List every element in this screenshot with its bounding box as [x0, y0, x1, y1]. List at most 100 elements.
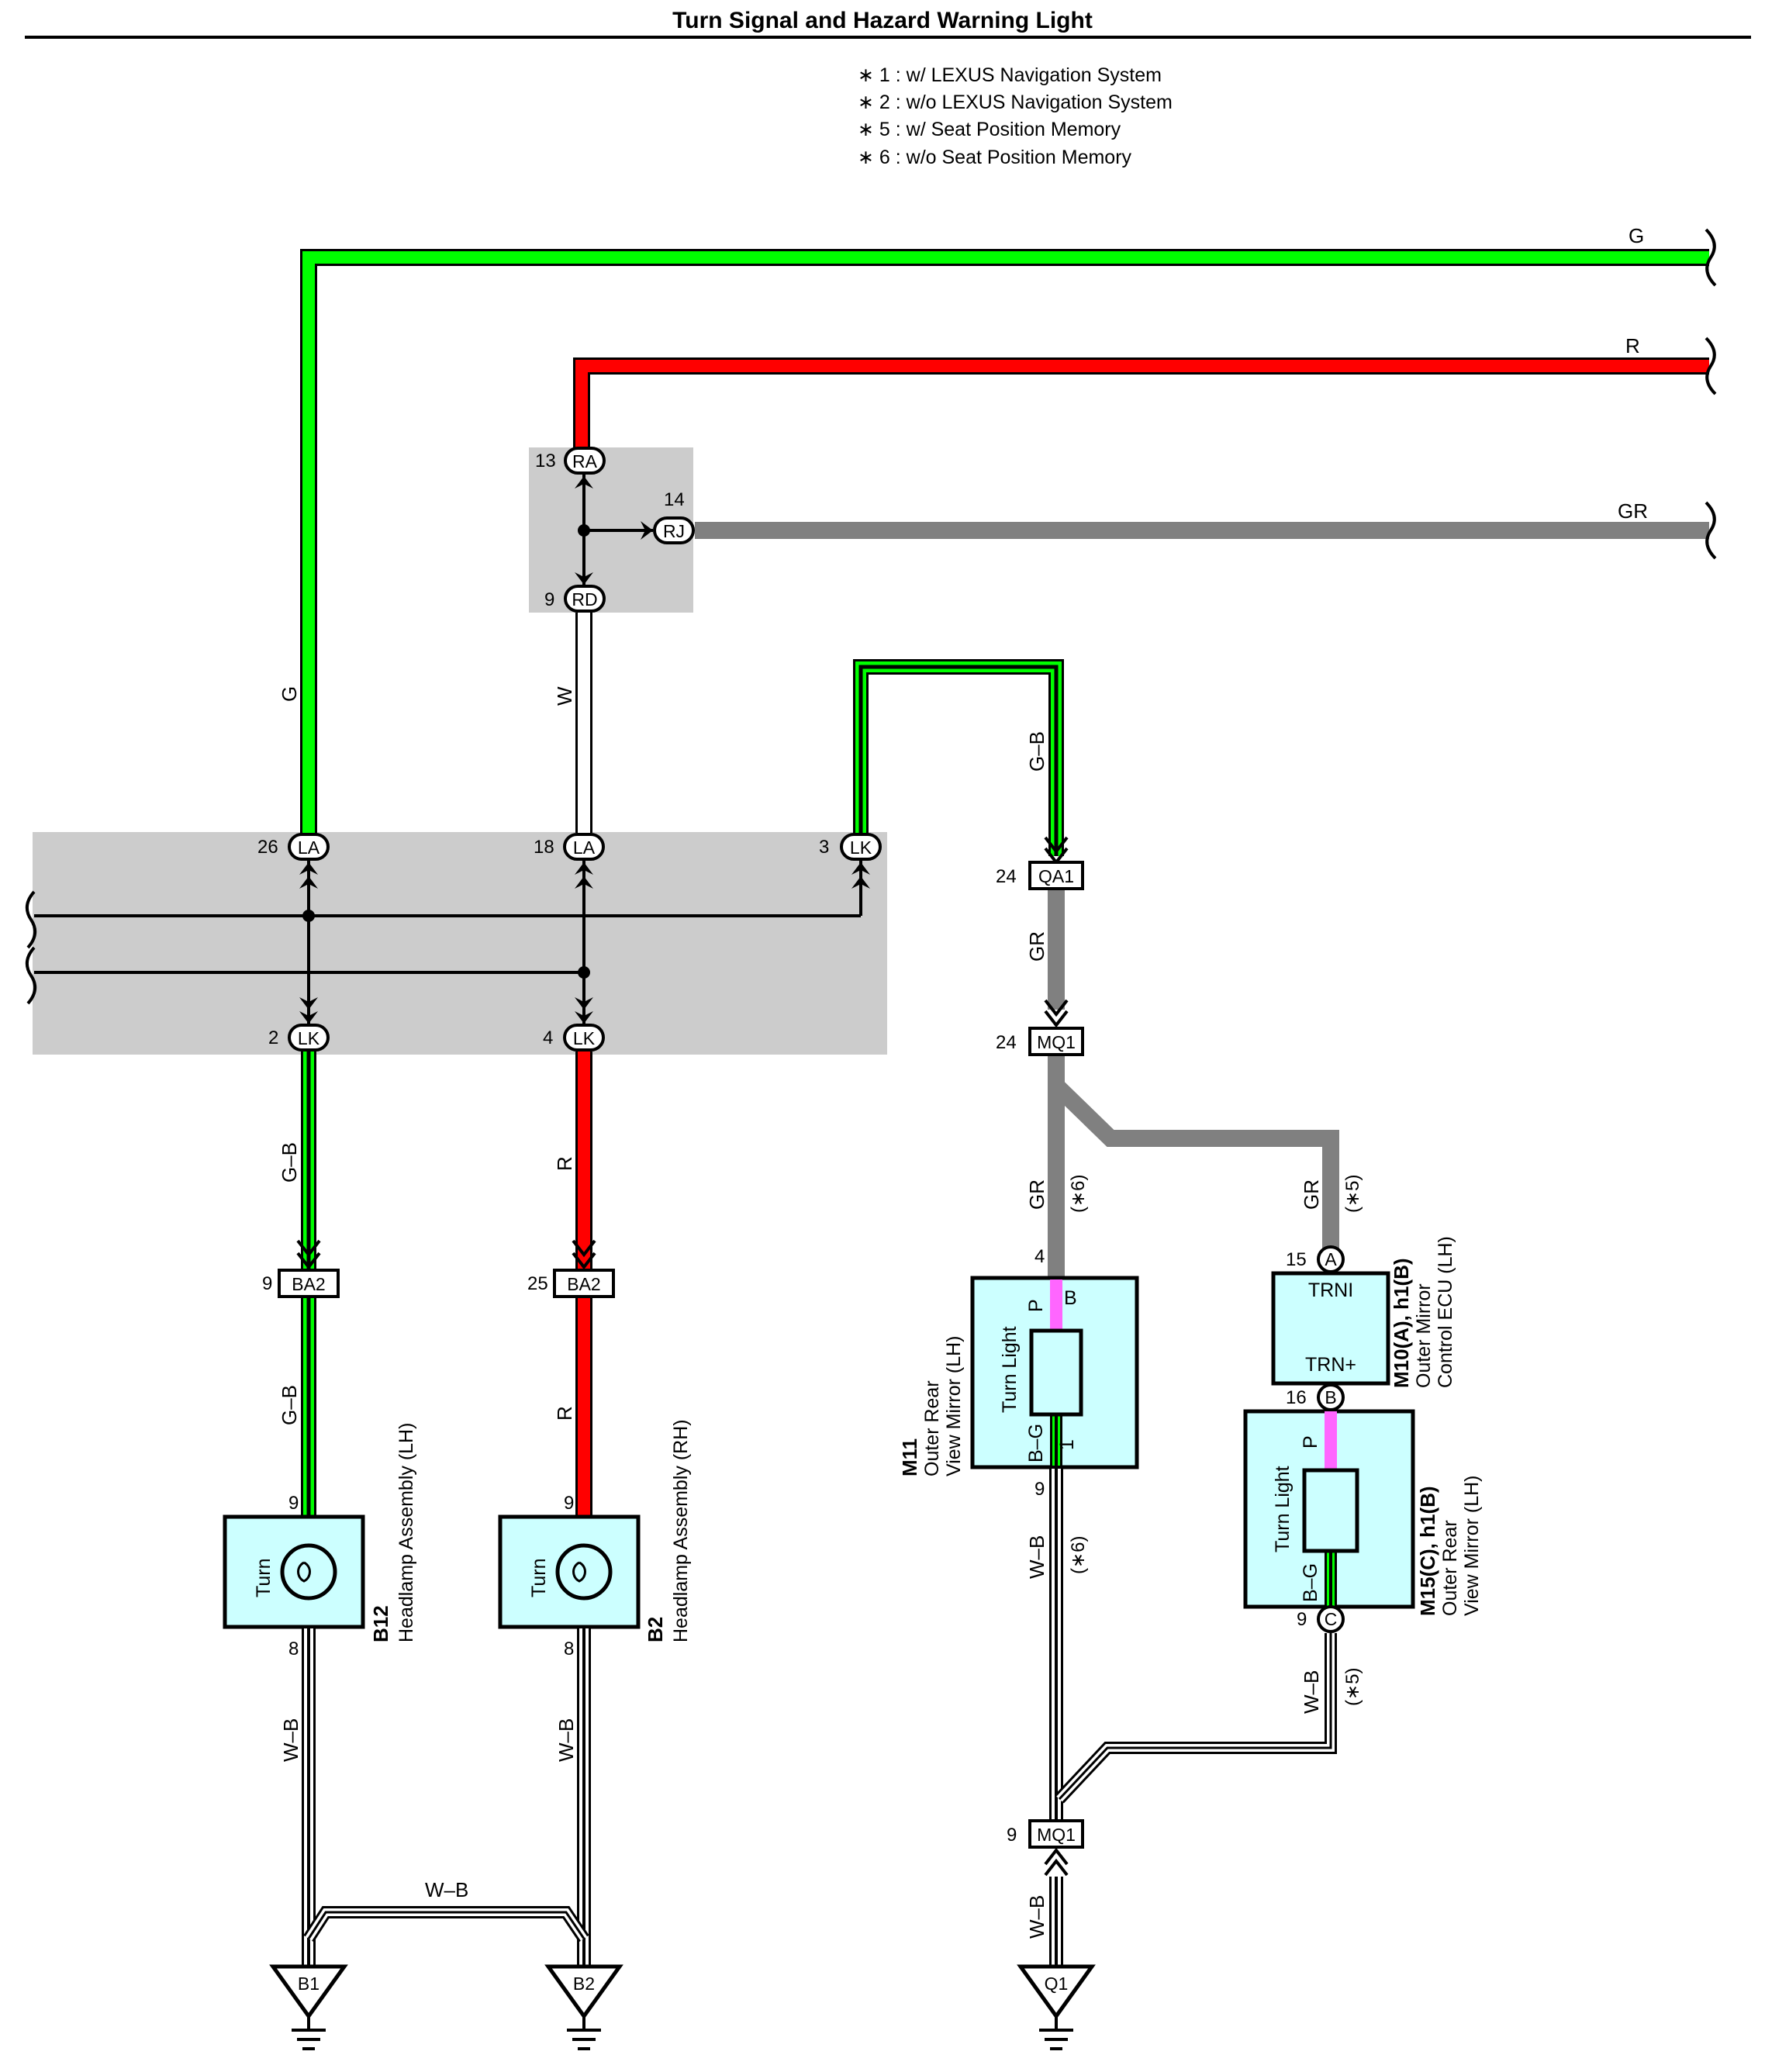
- wire-label-gr-top: GR: [1618, 499, 1648, 523]
- connector-lk2-label: LK: [298, 1028, 320, 1048]
- splice-lower-2: [578, 966, 590, 979]
- wire-r-top-color: [575, 360, 1709, 450]
- wire-gb-loop-stripe: [858, 665, 1059, 856]
- wire-break-bus: [25, 890, 37, 1005]
- wire-label-w-vertical: W: [553, 686, 576, 706]
- m11-one: 1: [1056, 1439, 1078, 1450]
- b12-pin-in: 9: [288, 1493, 299, 1514]
- junction-block-lower: [33, 832, 887, 1055]
- arrow-up-la1: [299, 862, 318, 889]
- connector-m15-c-label: C: [1325, 1609, 1338, 1629]
- connector-lk4: [563, 1024, 605, 1052]
- wire-label-gr-m10: GR: [1300, 1179, 1323, 1210]
- arrow-down-mq1-top: [1044, 999, 1069, 1028]
- ground-q1: [1017, 1964, 1096, 2050]
- arrow-down-rd: [575, 572, 593, 585]
- wire-label-g-vertical: G: [278, 686, 301, 702]
- wire-label-wb-b12: W–B: [279, 1718, 302, 1762]
- m15-code: M15(C), h1(B): [1416, 1486, 1439, 1616]
- ground-b2: [544, 1964, 623, 2050]
- wire-label-r-left-1: R: [553, 1156, 576, 1171]
- wire-wb-bridge-outline: [303, 1906, 589, 1942]
- m10-name-1: Outer Mirror: [1413, 1283, 1435, 1388]
- wire-label-gb-left-2: G–B: [278, 1385, 301, 1425]
- component-m10: [1271, 1271, 1390, 1386]
- ground-q1-label: Q1: [1045, 1974, 1069, 1994]
- connector-mq1-bottom-label: MQ1: [1037, 1825, 1076, 1845]
- diagram-title: Turn Signal and Hazard Warning Light: [672, 8, 1093, 33]
- m11-bg: B–G: [1025, 1424, 1047, 1462]
- wire-label-g-top: G: [1629, 224, 1644, 247]
- wire-label-wb-q1: W–B: [1025, 1895, 1048, 1939]
- connector-rd: [564, 585, 606, 613]
- connector-rd-label: RD: [572, 589, 597, 610]
- connector-qa1-pin: 24: [996, 866, 1017, 887]
- component-b2: [498, 1514, 641, 1629]
- connector-ba2-right: [553, 1269, 615, 1298]
- wire-g-top: [300, 249, 1709, 845]
- connector-ba2-left: [278, 1269, 340, 1298]
- arrow-down-ba2-right: [572, 1239, 596, 1270]
- connector-m10-a-label: A: [1325, 1249, 1337, 1269]
- m11-p: P: [1025, 1299, 1047, 1312]
- m10-trnp: TRN+: [1305, 1354, 1356, 1376]
- connector-la2: [563, 833, 605, 861]
- b12-inner-label: Turn: [253, 1559, 275, 1597]
- wire-wb-bridge-stripe: [307, 1911, 585, 1939]
- connector-lk4-label: LK: [573, 1028, 596, 1048]
- b12-name: Headlamp Assembly (LH): [395, 1423, 417, 1642]
- m11-code: M11: [898, 1438, 921, 1476]
- ground-b1: [269, 1964, 348, 2050]
- connector-la2-pin: 18: [534, 837, 554, 858]
- m15-name-2: View Mirror (LH): [1461, 1476, 1483, 1617]
- m15-p: P: [1300, 1435, 1321, 1449]
- b2-lamp-icon: [555, 1543, 613, 1601]
- connector-rd-pin: 9: [544, 589, 554, 610]
- arrow-down-lk2: [299, 997, 318, 1024]
- connector-m15-c-pin: 9: [1297, 1609, 1307, 1630]
- connector-qa1: [1028, 861, 1084, 890]
- connector-ba2-left-label: BA2: [292, 1274, 325, 1294]
- connector-m10-a-pin: 15: [1286, 1249, 1307, 1270]
- connector-mq1-bottom: [1028, 1819, 1084, 1849]
- connector-ra: [564, 447, 606, 475]
- wire-g-top-color: [302, 251, 1709, 845]
- arrow-right-rj: [641, 521, 653, 540]
- note-1: ∗ 1 : w/ LEXUS Navigation System: [858, 64, 1162, 86]
- wire-label-m10-note: (∗5): [1342, 1175, 1363, 1213]
- connector-m15-c: [1317, 1605, 1345, 1633]
- b2-inner-label: Turn: [528, 1559, 550, 1597]
- m15-bulb: [1302, 1468, 1359, 1553]
- wire-label-wb-m15-note: (∗5): [1342, 1668, 1363, 1706]
- wire-label-wb-b2: W–B: [554, 1718, 578, 1762]
- splice-lower-1: [302, 910, 315, 922]
- note-4: ∗ 6 : w/o Seat Position Memory: [858, 147, 1132, 168]
- arrow-up-mq1-bottom: [1044, 1847, 1069, 1877]
- connector-lk3-label: LK: [850, 837, 872, 858]
- wire-label-gb-left-1: G–B: [278, 1142, 301, 1183]
- m11-pin-in: 4: [1034, 1246, 1045, 1267]
- m10-code: M10(A), h1(B): [1390, 1258, 1413, 1388]
- wire-label-wb-m11: W–B: [1025, 1535, 1048, 1579]
- connector-ra-pin: 13: [535, 451, 556, 471]
- m10-trni: TRNI: [1308, 1279, 1353, 1301]
- wire-break-g: [1705, 228, 1717, 287]
- arrow-up-la2: [575, 862, 593, 889]
- m15-inner: Turn Light: [1272, 1466, 1294, 1552]
- connector-ra-label: RA: [572, 451, 598, 471]
- connector-lk3: [840, 833, 882, 861]
- m11-name-2: View Mirror (LH): [943, 1336, 965, 1477]
- connector-ba2-right-label: BA2: [567, 1274, 600, 1294]
- wire-wb-m15-stripe: [1058, 1633, 1332, 1801]
- splice-upper: [578, 524, 590, 537]
- arrow-down-lk4: [575, 997, 593, 1024]
- connector-rj-label: RJ: [663, 521, 685, 541]
- connector-qa1-label: QA1: [1038, 866, 1074, 886]
- wire-label-gr-qa1: GR: [1025, 931, 1048, 962]
- connector-lk3-pin: 3: [819, 837, 829, 858]
- m11-pin-out: 9: [1034, 1479, 1045, 1500]
- connector-la1: [288, 833, 330, 861]
- connector-rj: [653, 516, 695, 544]
- connector-mq1-top-pin: 24: [996, 1032, 1017, 1053]
